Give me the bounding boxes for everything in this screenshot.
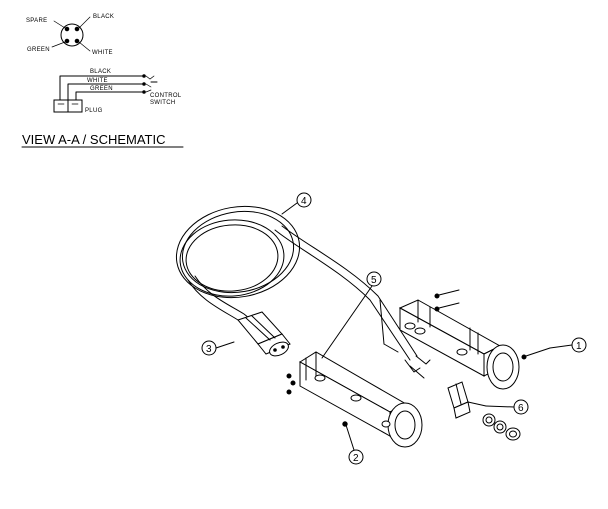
svg-text:5: 5 (371, 275, 377, 286)
svg-text:2: 2 (353, 453, 359, 464)
pin-green (64, 38, 70, 44)
callout-6: 6 (485, 399, 529, 415)
switch-label-line2: SWITCH (150, 100, 175, 106)
pin-white (74, 38, 80, 44)
callout-1: 1 (549, 337, 587, 353)
svg-text:4: 4 (301, 196, 307, 207)
view-title: VIEW A-A / SCHEMATIC (22, 132, 166, 147)
pin-black (74, 26, 80, 32)
plug-block-right (67, 99, 83, 113)
wiring-schematic: BLACK WHITE GREEN PLUG CONTROL SWITCH (53, 69, 182, 114)
label-spare: SPARE (26, 18, 47, 24)
plug-face-view: SPARE BLACK GREEN WHITE (26, 14, 114, 56)
control-switch (447, 381, 521, 441)
plug-face-outline (60, 23, 84, 47)
label-black: BLACK (93, 14, 114, 20)
pin-spare (64, 26, 70, 32)
plug-block-left (53, 99, 69, 113)
switch-label-line1: CONTROL (150, 93, 182, 99)
wire-label-green: GREEN (90, 86, 113, 92)
svg-text:3: 3 (206, 344, 212, 355)
plug-connector (237, 311, 291, 357)
upper-bracket (379, 289, 551, 390)
callout-5: 5 (366, 271, 382, 287)
wire-label-black: BLACK (90, 69, 111, 75)
callout-2: 2 (345, 424, 364, 465)
lower-bracket (286, 285, 423, 448)
label-green: GREEN (27, 47, 50, 53)
callout-3: 3 (201, 340, 235, 356)
svg-text:6: 6 (518, 403, 524, 414)
label-white: WHITE (92, 50, 113, 56)
svg-text:1: 1 (576, 341, 582, 352)
callout-4: 4 (281, 192, 312, 215)
wire-label-white: WHITE (87, 78, 108, 84)
plug-label: PLUG (85, 108, 103, 114)
